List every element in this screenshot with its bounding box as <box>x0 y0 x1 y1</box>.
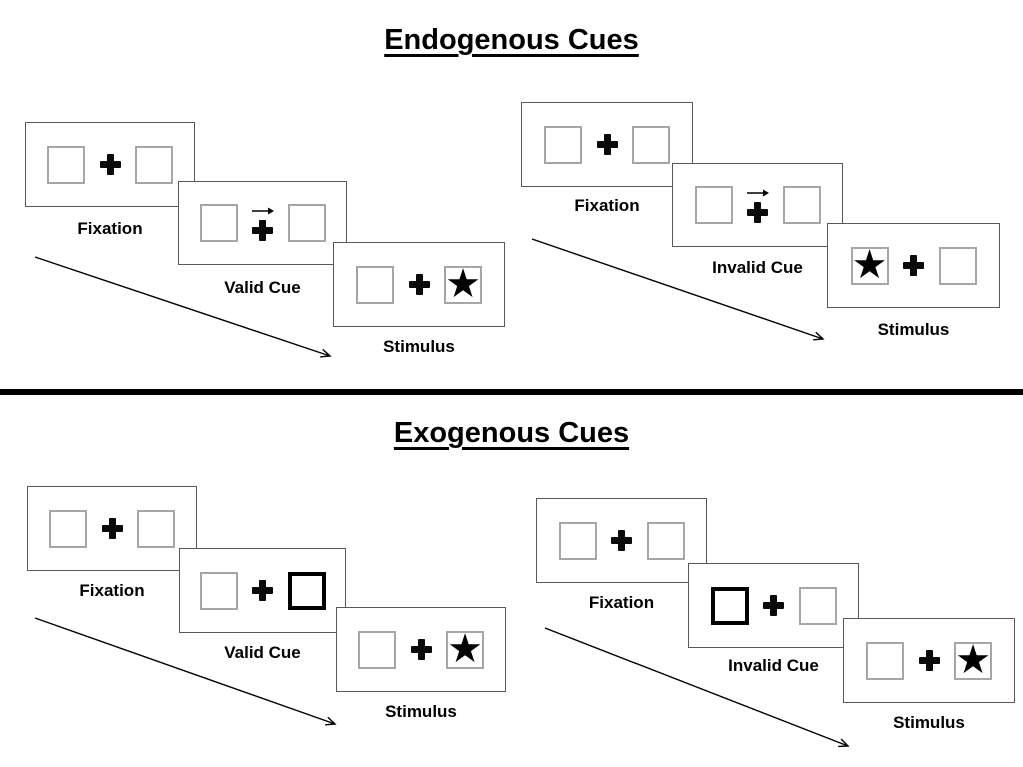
central-cue <box>251 206 275 241</box>
right-placeholder-box <box>646 521 685 560</box>
star-target-box: ★ <box>954 636 992 683</box>
fixation-cross-icon <box>610 530 634 551</box>
central-cue <box>746 188 770 223</box>
star-target-box: ★ <box>446 625 484 672</box>
section-title-exogenous: Exogenous Cues <box>393 417 630 449</box>
fixation-label: Fixation <box>77 219 143 238</box>
timeline-arrow-exo-invalid <box>544 627 850 748</box>
fixation-cross-icon <box>407 274 431 295</box>
endo-invalid-cue-panel <box>672 163 843 247</box>
endo-valid-cue-panel <box>178 181 347 265</box>
right-placeholder-box <box>287 204 326 242</box>
endo-invalid-fixation-panel <box>521 102 693 187</box>
fixation-cross-icon <box>902 255 926 276</box>
section-title-endogenous: Endogenous Cues <box>384 24 639 56</box>
left-placeholder-box <box>558 521 597 560</box>
section-divider <box>0 389 1023 395</box>
exo-valid-fixation-panel <box>27 486 197 571</box>
left-placeholder-box <box>199 571 238 610</box>
left-placeholder-box <box>866 641 904 680</box>
exo-valid-stimulus-panel: ★ <box>336 607 506 692</box>
timeline-arrow-exo-valid <box>34 617 337 726</box>
timeline-arrow-endo-valid <box>34 256 332 358</box>
fixation-cross-icon <box>100 518 124 539</box>
star-stimulus-icon: ★ <box>445 260 481 307</box>
endo-valid-stimulus-panel: ★ <box>333 242 505 327</box>
fixation-label: Fixation <box>574 196 640 215</box>
fixation-label: Fixation <box>79 581 145 600</box>
invalid-cue-label: Invalid Cue <box>728 656 819 675</box>
valid-cue-label: Valid Cue <box>224 643 301 662</box>
exo-invalid-stimulus-panel: ★ <box>843 618 1015 703</box>
exo-valid-cue-panel <box>179 548 346 633</box>
stimulus-label: Stimulus <box>385 702 457 721</box>
fixation-cross-icon <box>251 580 275 601</box>
left-placeholder-box <box>356 265 394 304</box>
exo-invalid-fixation-panel <box>536 498 707 583</box>
left-placeholder-box <box>47 145 85 184</box>
timeline-arrow-endo-invalid <box>531 238 825 341</box>
highlighted-cue-box <box>710 586 749 625</box>
fixation-cross-icon <box>762 595 786 616</box>
highlighted-cue-box <box>287 571 326 610</box>
fixation-cross-icon <box>917 650 941 671</box>
left-placeholder-box <box>199 204 238 242</box>
fixation-cross-icon <box>409 639 433 660</box>
star-stimulus-icon: ★ <box>851 241 888 288</box>
stimulus-label: Stimulus <box>877 320 950 339</box>
fixation-cross-icon <box>252 219 273 241</box>
left-placeholder-box <box>544 125 582 164</box>
endo-valid-fixation-panel <box>25 122 195 207</box>
fixation-cross-icon <box>747 201 768 223</box>
right-placeholder-box <box>798 586 837 625</box>
fixation-label: Fixation <box>588 593 655 612</box>
star-stimulus-icon: ★ <box>447 625 483 672</box>
right-placeholder-box <box>782 186 821 224</box>
endo-invalid-stimulus-panel: ★ <box>827 223 1000 308</box>
left-placeholder-box <box>49 509 87 548</box>
right-placeholder-box <box>938 246 977 285</box>
exo-invalid-cue-panel <box>688 563 859 648</box>
star-stimulus-icon: ★ <box>955 636 991 683</box>
left-placeholder-box <box>694 186 733 224</box>
invalid-cue-label: Invalid Cue <box>712 258 803 277</box>
star-target-box: ★ <box>444 260 482 307</box>
star-target-box: ★ <box>850 241 889 288</box>
stimulus-label: Stimulus <box>893 713 965 732</box>
stimulus-label: Stimulus <box>383 337 455 356</box>
fixation-cross-icon <box>595 134 619 155</box>
right-placeholder-box <box>632 125 670 164</box>
right-arrow-icon <box>251 207 274 214</box>
right-placeholder-box <box>135 145 173 184</box>
valid-cue-label: Valid Cue <box>224 278 301 297</box>
right-arrow-icon <box>746 189 769 196</box>
right-placeholder-box <box>137 509 175 548</box>
left-placeholder-box <box>358 630 396 669</box>
fixation-cross-icon <box>98 154 122 175</box>
